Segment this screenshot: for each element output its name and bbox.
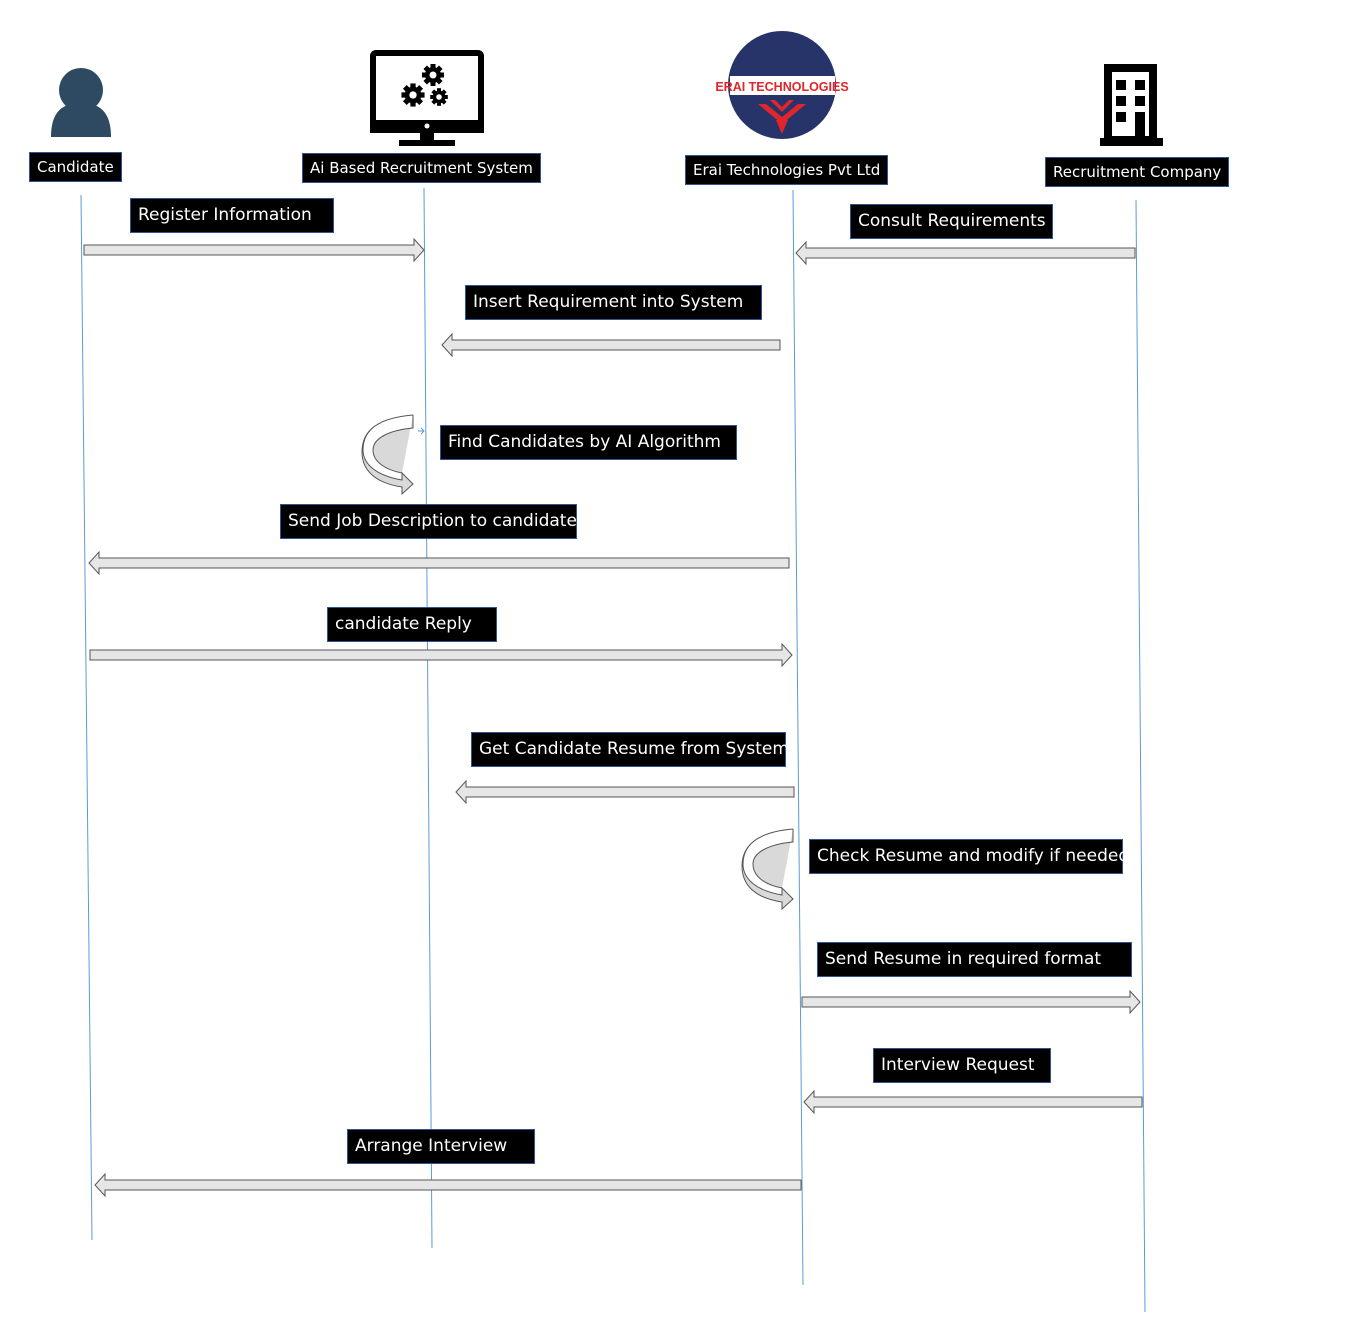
arrow-candidate-reply xyxy=(89,642,793,668)
message-label-register-information: Register Information xyxy=(130,198,334,233)
erai-logo: ERAI TECHNOLOGIES xyxy=(715,31,849,139)
message-label-consult-requirements: Consult Requirements xyxy=(850,204,1053,239)
message-label-interview-request: Interview Request xyxy=(873,1048,1051,1083)
arrow-consult-requirements xyxy=(795,240,1136,266)
lifeline-candidate xyxy=(80,194,93,1241)
actor-label-erai: Erai Technologies Pvt Ltd xyxy=(685,155,889,185)
message-label-insert-requirement: Insert Requirement into System xyxy=(465,285,762,320)
lifeline-erai xyxy=(792,189,804,1286)
message-label-find-candidates: Find Candidates by AI Algorithm xyxy=(440,425,737,460)
actor-label-ai-system: Ai Based Recruitment System xyxy=(302,153,541,183)
lifeline-company xyxy=(1135,199,1146,1313)
self-loop-ai-system xyxy=(361,414,414,496)
self-loop-erai xyxy=(741,828,794,911)
message-label-send-resume: Send Resume in required format xyxy=(817,942,1132,977)
arrow-send-resume xyxy=(801,989,1141,1015)
arrow-interview-request xyxy=(803,1089,1143,1115)
message-arrows xyxy=(83,237,1143,1198)
erai-logo-text: ERAI TECHNOLOGIES xyxy=(715,80,848,94)
message-label-check-resume: Check Resume and modify if needed xyxy=(809,839,1129,874)
lifeline-ai-system xyxy=(423,187,433,1249)
message-label-send-job-description: Send Job Description to candidate xyxy=(280,504,577,539)
actor-label-candidate: Candidate xyxy=(29,152,122,182)
message-label-candidate-reply: candidate Reply xyxy=(327,607,497,642)
message-label-arrange-interview: Arrange Interview xyxy=(347,1129,535,1164)
message-label-get-candidate-resume: Get Candidate Resume from System xyxy=(471,732,789,767)
person-icon xyxy=(51,68,111,137)
actor-label-company: Recruitment Company xyxy=(1045,157,1230,187)
building-icon xyxy=(1100,64,1163,146)
arrow-get-candidate-resume xyxy=(455,779,795,805)
self-loop-arrows xyxy=(361,414,794,911)
arrow-arrange-interview xyxy=(94,1172,802,1198)
arrow-insert-requirement xyxy=(441,332,781,358)
arrow-register-information xyxy=(83,237,425,263)
monitor-gears-icon xyxy=(370,50,484,146)
arrow-send-job-description xyxy=(88,550,790,576)
lifelines xyxy=(80,187,1146,1313)
